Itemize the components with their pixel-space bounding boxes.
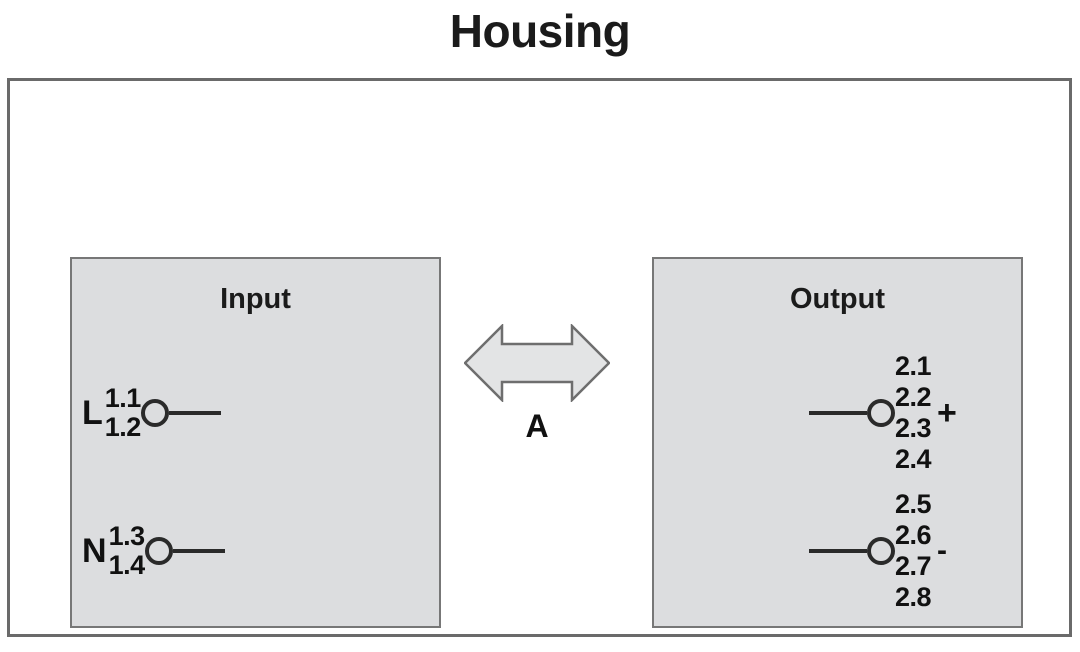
- terminal-connector-positive: [809, 399, 895, 427]
- output-terminal-positive: 2.1 2.2 2.3 2.4 +: [809, 353, 1080, 473]
- pin-label: 2.1: [895, 351, 932, 381]
- pin-label: 2.3: [895, 413, 932, 443]
- terminal-connector-l: [140, 399, 221, 427]
- pin-stack-negative: 2.5 2.6 2.7 2.8: [895, 489, 932, 613]
- output-heading: Output: [789, 283, 885, 315]
- terminal-circle-icon: [867, 399, 895, 427]
- housing-outline: Input L 1.1 1.2 N 1.3 1.4: [7, 78, 1072, 637]
- pin-label: 1.1: [104, 383, 142, 413]
- input-terminal-l: L 1.1 1.2: [82, 363, 372, 463]
- pin-label: 1.2: [104, 412, 142, 442]
- input-heading: Input: [220, 283, 291, 315]
- pin-label: 2.5: [895, 489, 932, 519]
- pin-label: 2.2: [895, 382, 932, 412]
- input-block: Input L 1.1 1.2 N 1.3 1.4: [70, 257, 441, 628]
- terminal-circle-icon: [867, 537, 895, 565]
- wire-lead: [809, 549, 867, 553]
- output-block: Output 2.1 2.2 2.3 2.4 + 2.5 2.6: [652, 257, 1023, 628]
- pin-stack-l: 1.1 1.2: [104, 383, 142, 442]
- pin-label: 2.8: [895, 582, 932, 612]
- polarity-sign-negative: -: [937, 534, 948, 567]
- terminal-connector-n: [144, 537, 225, 565]
- pin-label: 1.4: [108, 550, 146, 580]
- arrow-label: A: [525, 408, 549, 444]
- pin-stack-n: 1.3 1.4: [108, 521, 146, 580]
- phase-letter-l: L: [82, 394, 103, 432]
- phase-letter-n: N: [82, 532, 107, 570]
- terminal-connector-negative: [809, 537, 895, 565]
- terminal-circle-icon: [144, 537, 173, 565]
- input-terminal-n: N 1.3 1.4: [82, 501, 372, 601]
- polarity-sign-positive: +: [937, 394, 957, 432]
- terminal-circle-icon: [140, 399, 169, 427]
- double-arrow-icon: [464, 324, 610, 402]
- pin-label: 1.3: [108, 521, 146, 551]
- pin-stack-positive: 2.1 2.2 2.3 2.4: [895, 351, 932, 475]
- pin-label: 2.6: [895, 520, 932, 550]
- pin-label: 2.7: [895, 551, 932, 581]
- page-title: Housing: [449, 5, 631, 57]
- pin-label: 2.4: [895, 444, 932, 474]
- wire-lead: [809, 411, 867, 415]
- wire-lead: [168, 411, 221, 415]
- wire-lead: [172, 549, 225, 553]
- output-terminal-negative: 2.5 2.6 2.7 2.8 -: [809, 491, 1080, 611]
